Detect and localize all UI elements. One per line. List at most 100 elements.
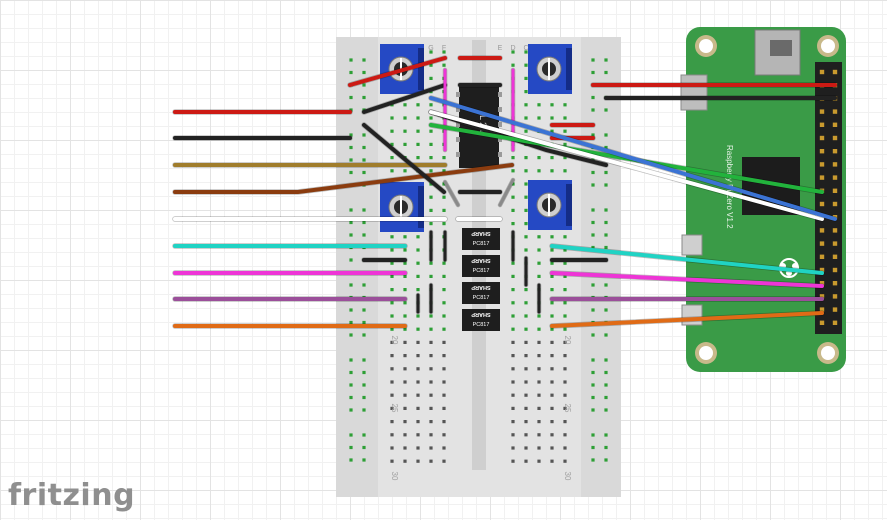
breadboard-hole: [563, 156, 567, 160]
breadboard-hole: [550, 354, 554, 358]
jumper-red: [348, 56, 447, 87]
breadboard-hole: [429, 354, 433, 358]
breadboard-hole: [390, 116, 394, 120]
breadboard-hole: [563, 433, 567, 437]
breadboard-hole: [429, 340, 433, 344]
gpio-pin: [819, 307, 825, 312]
breadboard-hole: [563, 235, 567, 239]
rail-hole: [591, 395, 595, 400]
mount-hole: [699, 39, 713, 53]
breadboard-hole: [416, 156, 420, 160]
breadboard-hole: [403, 288, 407, 292]
breadboard-hole: [429, 433, 433, 437]
rail-hole: [349, 433, 353, 437]
breadboard-hole: [524, 156, 528, 160]
breadboard-hole: [442, 420, 446, 424]
pot-knob-slot: [548, 58, 550, 80]
breadboard-hole: [524, 433, 528, 437]
gpio-pin: [832, 307, 838, 312]
rail-hole: [604, 58, 608, 62]
jumper-black: [362, 123, 446, 194]
rail-hole: [349, 170, 353, 175]
rail-hole: [604, 145, 608, 150]
gpio-pin: [832, 201, 838, 207]
breadboard-hole: [442, 367, 446, 371]
breadboard-hole: [416, 340, 420, 344]
row-number: 30: [390, 472, 399, 481]
gpio-pin: [819, 149, 825, 154]
optocoupler-model: PC817: [473, 241, 490, 247]
breadboard-hole: [537, 116, 541, 120]
gpio-pin: [832, 254, 838, 259]
ic-pin: [498, 137, 502, 142]
rail-hole: [349, 458, 353, 462]
breadboard-hole: [537, 261, 541, 265]
wire-white-to-pi: [429, 110, 824, 221]
breadboard-hole: [429, 367, 433, 371]
rail-hole: [591, 108, 595, 112]
breadboard-hole: [403, 459, 407, 463]
breadboard-hole: [550, 380, 554, 384]
optocoupler-model: PC817: [473, 295, 490, 301]
rail-hole: [362, 58, 366, 62]
column-letter: F: [442, 45, 446, 52]
rail-hole: [349, 58, 353, 62]
breadboard-hole: [524, 420, 528, 424]
breadboard-hole: [416, 314, 420, 318]
breadboard-hole: [537, 314, 541, 318]
breadboard-hole: [511, 274, 515, 278]
breadboard-hole: [511, 327, 515, 331]
rail-hole: [349, 208, 353, 212]
breadboard-hole: [511, 354, 515, 358]
rail-hole: [362, 70, 366, 75]
breadboard-hole: [429, 169, 433, 173]
rail-hole: [349, 408, 353, 412]
breadboard-hole: [442, 195, 446, 199]
pot-knob-slot: [400, 196, 402, 218]
breadboard-hole: [416, 235, 420, 239]
fritzing-logo: fritzing: [8, 478, 136, 513]
breadboard-hole: [550, 459, 554, 463]
raspberry-logo-icon: [792, 263, 798, 269]
breadboard-hole: [524, 406, 528, 410]
rail-hole: [604, 133, 608, 137]
breadboard-hole: [511, 459, 515, 463]
rail-hole: [349, 445, 353, 450]
components: L 2 LSHARPPC817SHARPPC817SHARPPC817SHARP…: [380, 44, 572, 331]
breadboard-hole: [429, 314, 433, 318]
breadboard-hole: [403, 274, 407, 278]
ic-pin: [456, 122, 460, 127]
optocoupler-model: PC817: [473, 322, 490, 328]
breadboard-hole: [511, 63, 515, 67]
gpio-pin: [832, 109, 838, 114]
rail-hole: [362, 408, 366, 412]
rail-hole: [604, 408, 608, 412]
breadboard-hole: [524, 248, 528, 252]
breadboard-hole: [416, 129, 420, 133]
breadboard-hole: [550, 433, 554, 437]
mount-hole: [699, 346, 713, 360]
rail-hole: [604, 433, 608, 437]
breadboard-hole: [442, 446, 446, 450]
breadboard-hole: [511, 222, 515, 226]
breadboard-hole: [524, 63, 528, 67]
optocoupler-model: PC817: [473, 268, 490, 274]
breadboard-hole: [442, 288, 446, 292]
potentiometer: [380, 182, 424, 232]
breadboard-hole: [429, 222, 433, 226]
breadboard-hole: [524, 301, 528, 305]
gpio-pin: [832, 320, 838, 325]
ic-pin: [456, 137, 460, 142]
breadboard-hole: [511, 420, 515, 424]
rail-hole: [604, 283, 608, 287]
breadboard-hole: [442, 222, 446, 226]
breadboard-hole: [442, 459, 446, 463]
breadboard-hole: [429, 50, 433, 54]
rail-hole: [604, 245, 608, 250]
rail-hole: [349, 383, 353, 387]
breadboard-hole: [390, 380, 394, 384]
rail-hole: [362, 458, 366, 462]
breadboard-hole: [524, 288, 528, 292]
breadboard-hole: [429, 116, 433, 120]
